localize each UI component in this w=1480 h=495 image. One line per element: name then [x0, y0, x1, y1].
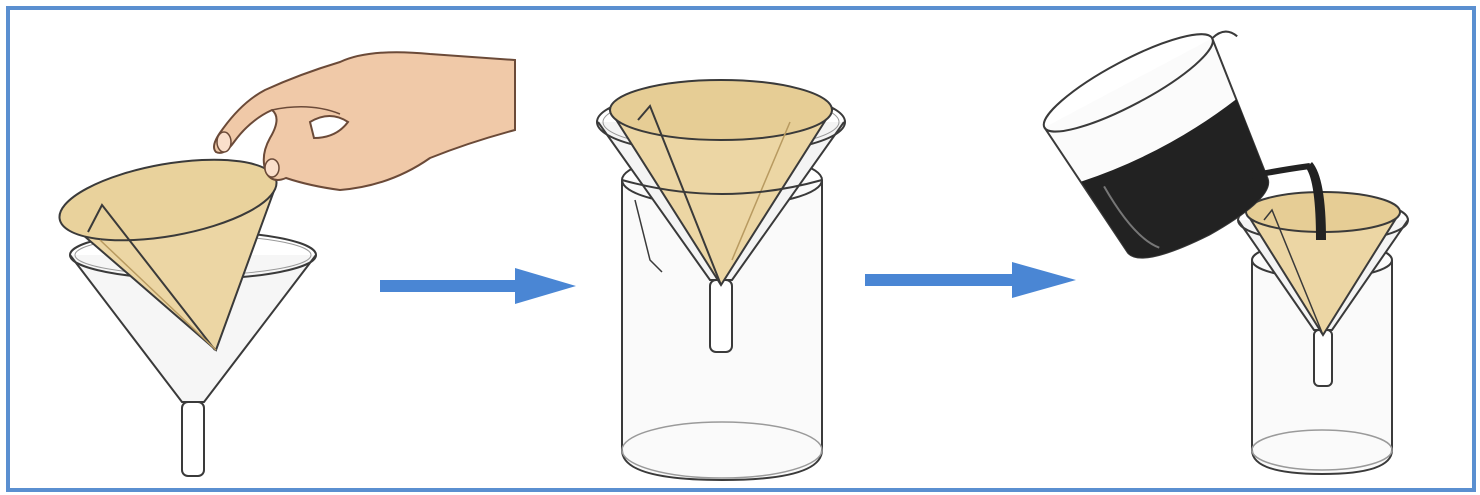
step-2-illustration: [597, 80, 845, 480]
step-3-illustration: [1034, 10, 1408, 474]
right-arrow-icon: [380, 268, 576, 304]
filtration-steps-diagram: [10, 10, 1472, 488]
funnel-stem: [182, 402, 204, 476]
step-1-illustration: [53, 52, 515, 476]
figure-frame: [6, 6, 1476, 492]
right-arrow-icon: [865, 262, 1076, 298]
